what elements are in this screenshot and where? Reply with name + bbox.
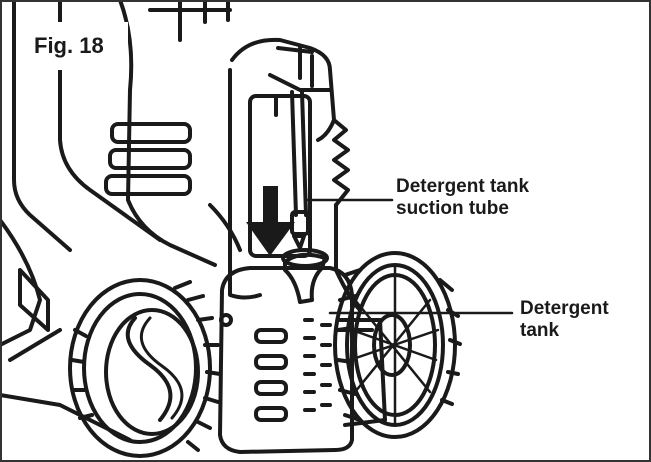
tank-slot (254, 354, 288, 370)
callout-suction-tube-line1: Detergent tank (396, 176, 530, 197)
left-wheel (68, 278, 222, 458)
figure-label: Fig. 18 (20, 22, 128, 70)
callout-suction-tube-line2: suction tube (396, 198, 509, 220)
callout-detergent-tank-line2: tank (520, 320, 560, 342)
vent-slot (104, 174, 192, 196)
handle-frame (203, 0, 362, 312)
tank-slot (254, 328, 288, 344)
tank-slot (254, 380, 288, 396)
callout-suction-tube: Detergent tank suction tube (396, 176, 529, 221)
tank-slot (254, 406, 288, 422)
callout-detergent-tank-line1: Detergent (520, 298, 609, 319)
callout-detergent-tank: Detergent tank (520, 298, 609, 343)
vent-slot (108, 148, 192, 170)
vent-slot (110, 122, 192, 144)
wheel-hub (338, 318, 387, 427)
right-wheel (333, 251, 462, 439)
detergent-tank (218, 248, 354, 454)
down-arrow-icon (246, 186, 295, 256)
